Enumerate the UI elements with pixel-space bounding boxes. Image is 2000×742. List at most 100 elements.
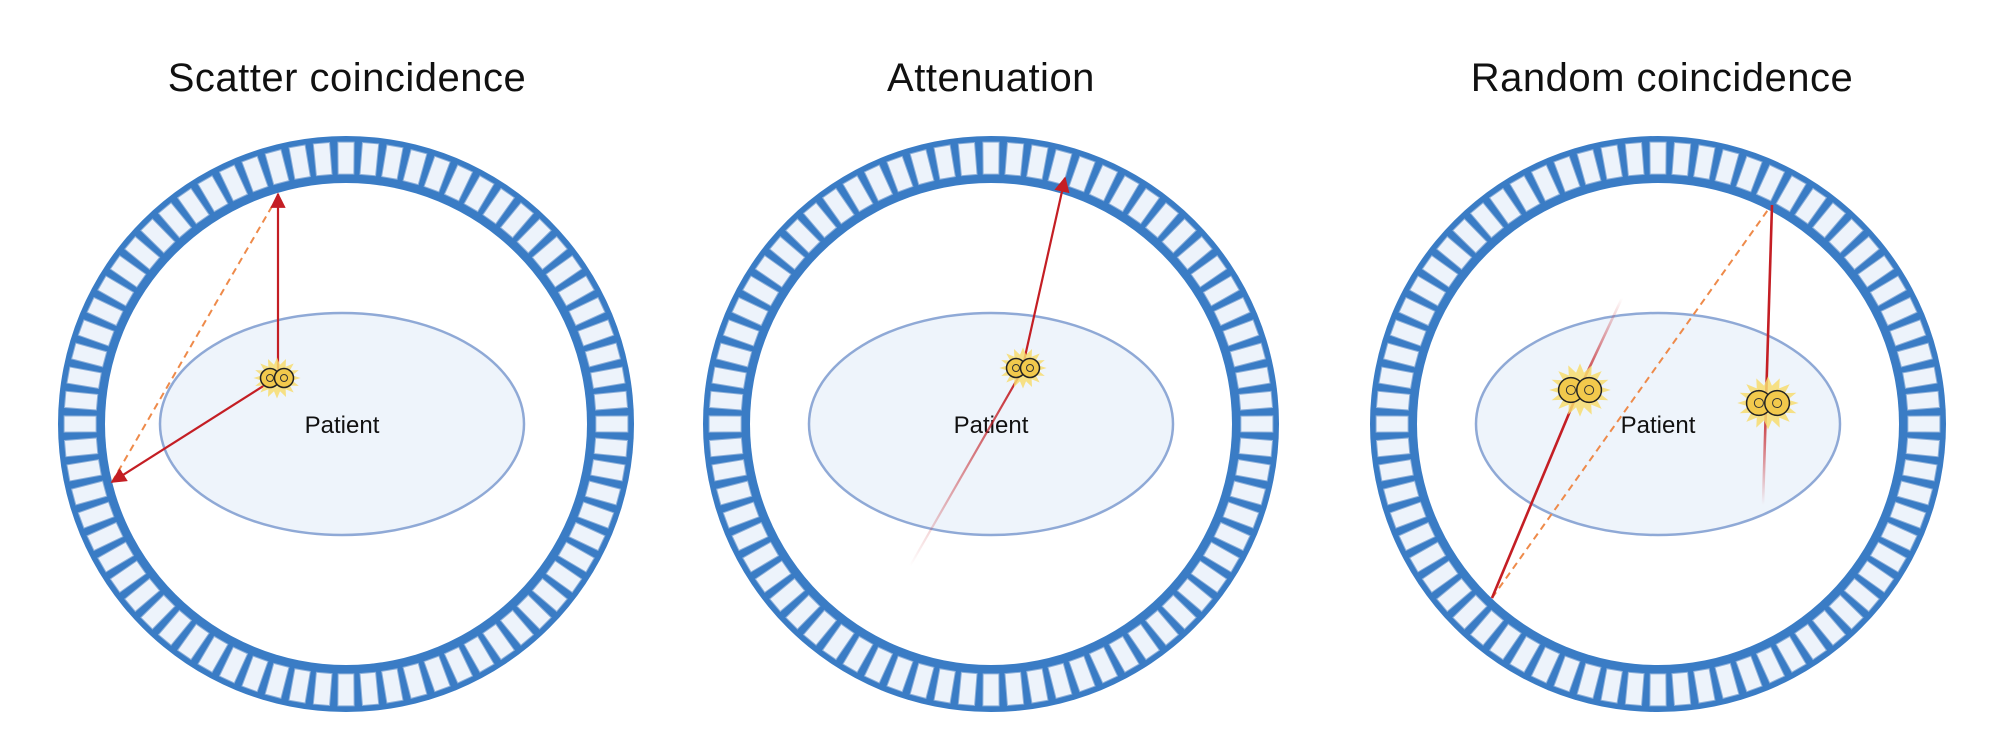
detector-crystal — [482, 187, 516, 225]
detector-crystal — [1409, 541, 1447, 573]
detector-crystal — [842, 175, 874, 213]
detector-crystal — [731, 296, 769, 327]
detector-crystal — [1869, 275, 1907, 307]
detector-crystal — [1108, 175, 1140, 213]
detector-crystal — [590, 366, 626, 389]
detector-crystal — [568, 521, 606, 552]
detector-crystal — [909, 148, 935, 186]
detector-crystal — [1452, 594, 1488, 630]
detector-crystal — [1202, 275, 1240, 307]
detector-crystal — [1905, 437, 1941, 458]
particle-icon — [1019, 357, 1041, 379]
detector-crystal — [1436, 235, 1473, 271]
particle-core-icon — [1753, 397, 1764, 409]
detector-crystal — [1382, 480, 1420, 506]
detector-crystal — [1907, 415, 1941, 433]
detector-crystal — [1240, 415, 1274, 433]
detector-crystal — [842, 635, 874, 673]
detector-crystal — [1530, 164, 1561, 202]
detector-crystal — [218, 164, 249, 202]
detector-crystal — [1828, 218, 1864, 254]
detector-crystal — [1235, 366, 1271, 389]
detector-crystal — [1905, 390, 1941, 411]
detector-crystal — [63, 390, 99, 411]
detector-crystal — [140, 218, 176, 254]
panel-random: Patient — [1370, 136, 1946, 712]
detector-crystal — [1755, 646, 1786, 684]
panel-title-attenuation: Attenuation — [887, 56, 1095, 100]
detector-crystal — [359, 671, 380, 707]
detector-crystal — [722, 319, 760, 347]
detector-crystal — [708, 437, 744, 458]
detector-crystal — [499, 609, 535, 646]
detector-crystal — [1880, 521, 1918, 552]
detector-crystal — [264, 148, 290, 186]
detector-crystal — [312, 671, 333, 707]
detector-crystal — [590, 459, 626, 482]
detector-crystal — [86, 296, 124, 327]
detector-crystal — [1088, 646, 1119, 684]
detector-crystal — [557, 541, 595, 573]
detector-crystal — [443, 164, 474, 202]
detector-crystal — [1553, 655, 1581, 693]
detector-crystal — [708, 390, 744, 411]
particle-core-icon — [1565, 384, 1576, 396]
detector-crystal — [516, 218, 552, 254]
detector-crystal — [577, 319, 615, 347]
detector-crystal — [1735, 155, 1763, 193]
panel-scatter: Patient — [58, 136, 634, 712]
detector-crystal — [1421, 254, 1459, 288]
detector-crystals — [1375, 141, 1941, 707]
detector-crystal — [568, 296, 606, 327]
detector-crystal — [711, 366, 747, 389]
detector-crystal — [1794, 187, 1828, 225]
detector-crystal — [1811, 202, 1847, 239]
photon-path-event1-down — [1490, 391, 1580, 599]
detector-crystal — [288, 144, 311, 180]
particle-core-icon — [1026, 364, 1034, 372]
photon-path-detected — [1020, 176, 1070, 371]
detector-crystal — [423, 155, 451, 193]
detector-crystal — [982, 673, 1000, 707]
particle-core-icon — [280, 374, 288, 382]
detector-crystal — [1671, 141, 1692, 177]
detector-crystal — [1889, 501, 1927, 529]
detector-crystal — [715, 342, 753, 368]
detector-crystal — [1600, 144, 1623, 180]
detector-crystal — [1576, 148, 1602, 186]
detector-crystal — [499, 202, 535, 239]
detector-crystal — [1624, 671, 1645, 707]
detector-crystal — [531, 235, 568, 271]
detector-crystal — [463, 635, 495, 673]
detector-crystal — [1398, 521, 1436, 552]
detector-crystal — [708, 415, 742, 433]
detector-crystal — [754, 254, 792, 288]
detector-crystal — [1649, 141, 1667, 175]
detector-crystal — [97, 275, 135, 307]
detector-crystal — [821, 623, 855, 661]
annihilation-event-1 — [1549, 363, 1611, 417]
detector-crystal — [1176, 235, 1213, 271]
panel-attenuation: Patient — [703, 136, 1279, 712]
detector-crystal — [957, 141, 978, 177]
detector-crystal — [1144, 609, 1180, 646]
detector-crystal — [402, 662, 428, 700]
detector-crystal — [557, 275, 595, 307]
detector-crystal — [785, 218, 821, 254]
detector-crystal — [933, 668, 956, 704]
detector-crystal — [593, 437, 629, 458]
detector-crystal — [1378, 459, 1414, 482]
detector-crystal — [66, 459, 102, 482]
detector-crystal — [1869, 541, 1907, 573]
detector-crystal — [1488, 623, 1522, 661]
detector-crystal — [337, 673, 355, 707]
patient-body: Patient — [158, 311, 526, 537]
detector-crystal — [1026, 668, 1049, 704]
detector-crystal — [1828, 594, 1864, 630]
detector-crystal — [1235, 459, 1271, 482]
detector-crystal — [197, 635, 229, 673]
detector-crystal — [157, 609, 193, 646]
detector-crystal — [584, 480, 622, 506]
detector-crystal — [109, 560, 147, 594]
detector-crystal — [1775, 175, 1807, 213]
